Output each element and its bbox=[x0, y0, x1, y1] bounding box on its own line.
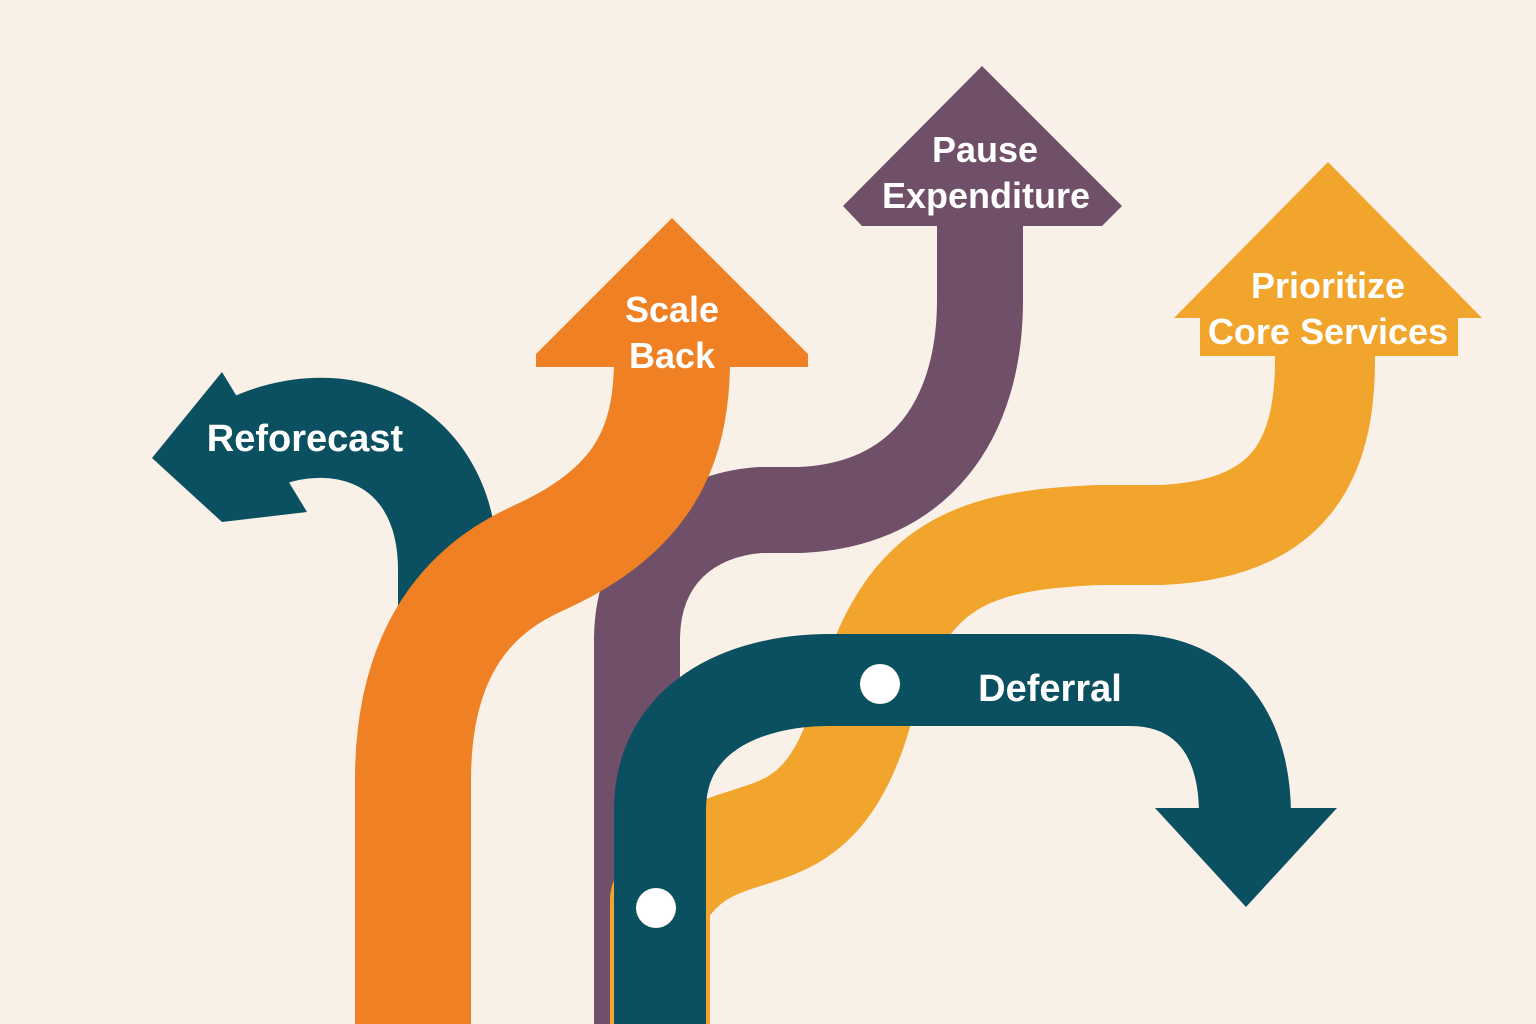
deferral-arrowhead bbox=[1155, 808, 1337, 907]
deferral-dot-lower bbox=[636, 888, 676, 928]
prioritize-label-line2: Core Services bbox=[1208, 311, 1448, 352]
path-prioritize-core-services: Prioritize Core Services bbox=[610, 162, 1482, 1024]
prioritize-band bbox=[610, 300, 1375, 1024]
reforecast-label: Reforecast bbox=[207, 418, 404, 460]
path-pause-expenditure: Pause Expenditure bbox=[594, 66, 1122, 1024]
pause-expenditure-arrowhead bbox=[843, 66, 1122, 226]
pause-expenditure-label-line1: Pause bbox=[932, 129, 1038, 170]
prioritize-arrowhead bbox=[1174, 162, 1482, 356]
deferral-dot-upper bbox=[860, 664, 900, 704]
scale-back-label-line1: Scale bbox=[625, 289, 719, 330]
pause-expenditure-band bbox=[594, 210, 1023, 1024]
scale-back-label-line2: Back bbox=[629, 335, 716, 376]
pause-expenditure-label-line2: Expenditure bbox=[882, 175, 1090, 216]
path-scale-back: Scale Back bbox=[355, 218, 808, 1024]
reforecast-band bbox=[197, 377, 498, 660]
scale-back-arrowhead bbox=[536, 218, 808, 367]
deferral-band bbox=[614, 634, 1291, 1024]
scale-back-band bbox=[355, 358, 730, 1024]
deferral-label: Deferral bbox=[978, 668, 1122, 710]
path-deferral: Deferral bbox=[614, 634, 1337, 1024]
prioritize-label-line1: Prioritize bbox=[1251, 265, 1405, 306]
reforecast-arrowhead bbox=[152, 372, 307, 522]
path-reforecast: Reforecast bbox=[152, 372, 498, 660]
